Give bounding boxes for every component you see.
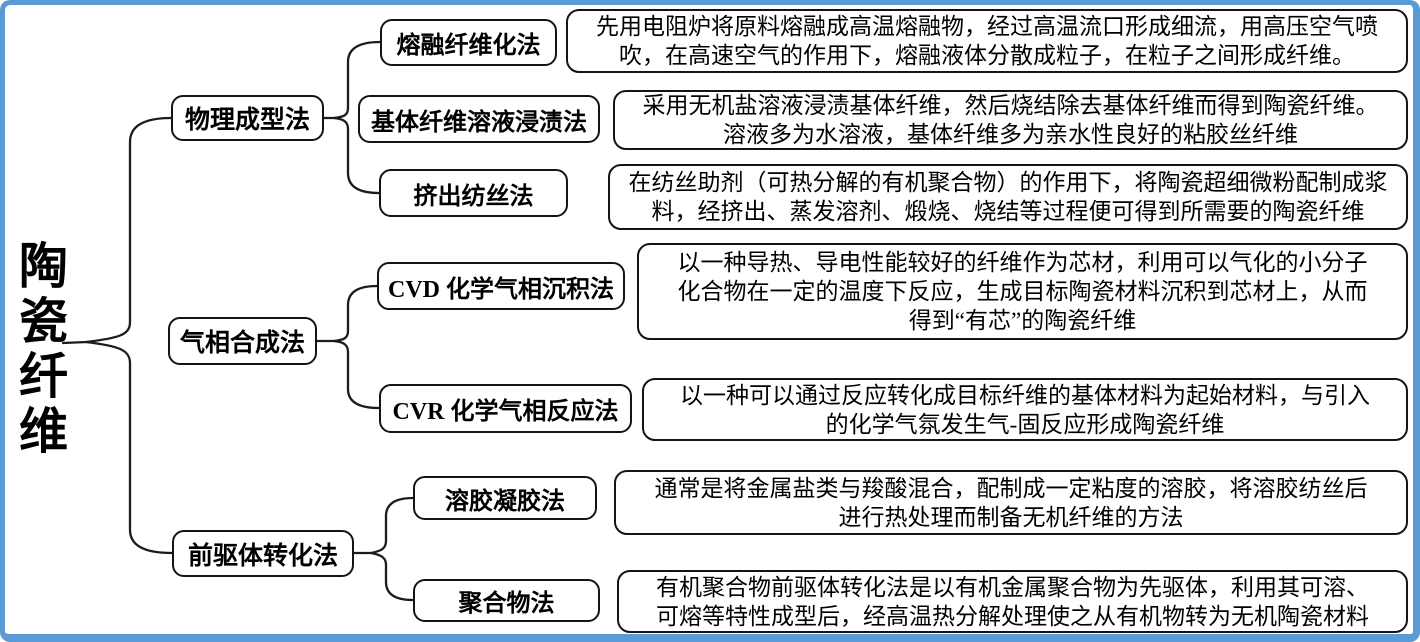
method-node-melt-fiberization: 熔融纤维化法 (380, 19, 557, 66)
description-cvr: 以一种可以通过反应转化成目标纤维的基体材料为起始材料，与引入 的化学气氛发生气-… (642, 378, 1408, 441)
method-node-sol-gel: 溶胶凝胶法 (413, 476, 597, 520)
method-node-cvd: CVD 化学气相沉积法 (377, 262, 625, 310)
method-node-matrix-fiber-impregnation: 基体纤维溶液浸渍法 (358, 95, 600, 143)
branch-brace-gas-phase (333, 284, 381, 410)
method-node-extrusion-spinning: 挤出纺丝法 (379, 169, 568, 217)
description-extrusion-spinning: 在纺丝助剂（可热分解的有机聚合物）的作用下，将陶瓷超细微粉配制成浆 料，经挤出、… (608, 164, 1408, 230)
branch-node-precursor-conversion: 前驱体转化法 (172, 530, 354, 577)
description-polymer: 有机聚合物前驱体转化法是以有机金属聚合物为先驱体，利用其可溶、 可熔等特性成型后… (617, 570, 1408, 633)
root-node-label: 陶瓷纤维 (12, 240, 67, 460)
description-melt-fiberization: 先用电阻炉将原料熔融成高温熔融物，经过高温流口形成细流，用高压空气喷 吹，在高速… (566, 9, 1408, 73)
branch-brace-precursor (370, 496, 415, 602)
root-brace (85, 116, 174, 555)
description-matrix-fiber-impregnation: 采用无机盐溶液浸渍基体纤维，然后烧结除去基体纤维而得到陶瓷纤维。 溶液多为水溶液… (613, 90, 1408, 150)
branch-node-gas-phase-synthesis: 气相合成法 (168, 317, 317, 365)
description-cvd: 以一种导热、导电性能较好的纤维作为芯材，利用可以气化的小分子 化合物在一定的温度… (637, 243, 1408, 340)
description-sol-gel: 通常是将金属盐类与羧酸混合，配制成一定粘度的溶胶，将溶胶纺丝后 进行热处理而制备… (614, 470, 1408, 535)
method-node-polymer: 聚合物法 (413, 579, 600, 622)
root-connector (61, 340, 89, 345)
method-node-cvr: CVR 化学气相反应法 (379, 384, 632, 433)
branch-node-physical-forming: 物理成型法 (171, 95, 324, 141)
